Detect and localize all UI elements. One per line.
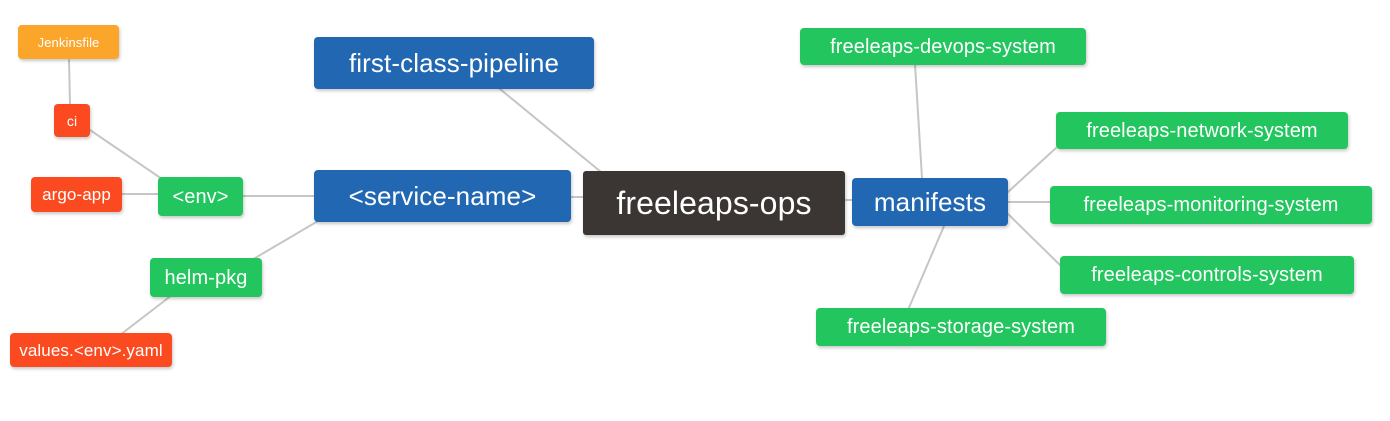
node-controls-system[interactable]: freeleaps-controls-system — [1060, 256, 1354, 294]
edge-ci-jenkinsfile — [68, 59, 71, 105]
node-argo-app[interactable]: argo-app — [31, 177, 122, 212]
edge-manifests-storage-system — [907, 225, 945, 311]
node-manifests[interactable]: manifests — [852, 178, 1008, 226]
node-first-class-pipeline-label: first-class-pipeline — [348, 48, 560, 78]
node-jenkinsfile-label: Jenkinsfile — [37, 34, 100, 50]
node-values-yaml-label: values.<env>.yaml — [19, 340, 163, 360]
node-root-label: freeleaps-ops — [616, 185, 812, 221]
node-network-system[interactable]: freeleaps-network-system — [1056, 112, 1348, 149]
node-values-yaml[interactable]: values.<env>.yaml — [10, 333, 172, 367]
node-ci[interactable]: ci — [54, 104, 90, 137]
node-devops-system[interactable]: freeleaps-devops-system — [800, 28, 1086, 65]
node-network-system-label: freeleaps-network-system — [1086, 119, 1318, 142]
node-helm-pkg[interactable]: helm-pkg — [150, 258, 262, 297]
node-jenkinsfile[interactable]: Jenkinsfile — [18, 25, 119, 59]
node-env-label: <env> — [172, 185, 229, 208]
edge-manifests-devops-system — [914, 63, 923, 179]
node-service-name[interactable]: <service-name> — [314, 170, 571, 222]
edge-service-name-helm-pkg — [249, 220, 319, 262]
node-argo-app-label: argo-app — [42, 185, 111, 204]
node-helm-pkg-label: helm-pkg — [164, 266, 248, 289]
edge-env-ci — [89, 129, 163, 180]
node-storage-system-label: freeleaps-storage-system — [846, 316, 1076, 338]
node-ci-label: ci — [66, 112, 78, 129]
node-devops-system-label: freeleaps-devops-system — [830, 35, 1056, 58]
node-root-freeleaps-ops[interactable]: freeleaps-ops — [583, 171, 845, 235]
edge-manifests-network-system — [1007, 147, 1057, 193]
edge-helm-pkg-values-yaml — [119, 294, 173, 336]
node-env[interactable]: <env> — [158, 177, 243, 216]
node-service-name-label: <service-name> — [348, 181, 537, 211]
node-controls-system-label: freeleaps-controls-system — [1091, 264, 1323, 286]
edge-root-first-class-pipeline — [499, 88, 602, 173]
node-monitoring-system-label: freeleaps-monitoring-system — [1083, 194, 1339, 216]
node-manifests-label: manifests — [873, 187, 987, 217]
node-monitoring-system[interactable]: freeleaps-monitoring-system — [1050, 186, 1372, 224]
node-storage-system[interactable]: freeleaps-storage-system — [816, 308, 1106, 346]
node-first-class-pipeline[interactable]: first-class-pipeline — [314, 37, 594, 89]
